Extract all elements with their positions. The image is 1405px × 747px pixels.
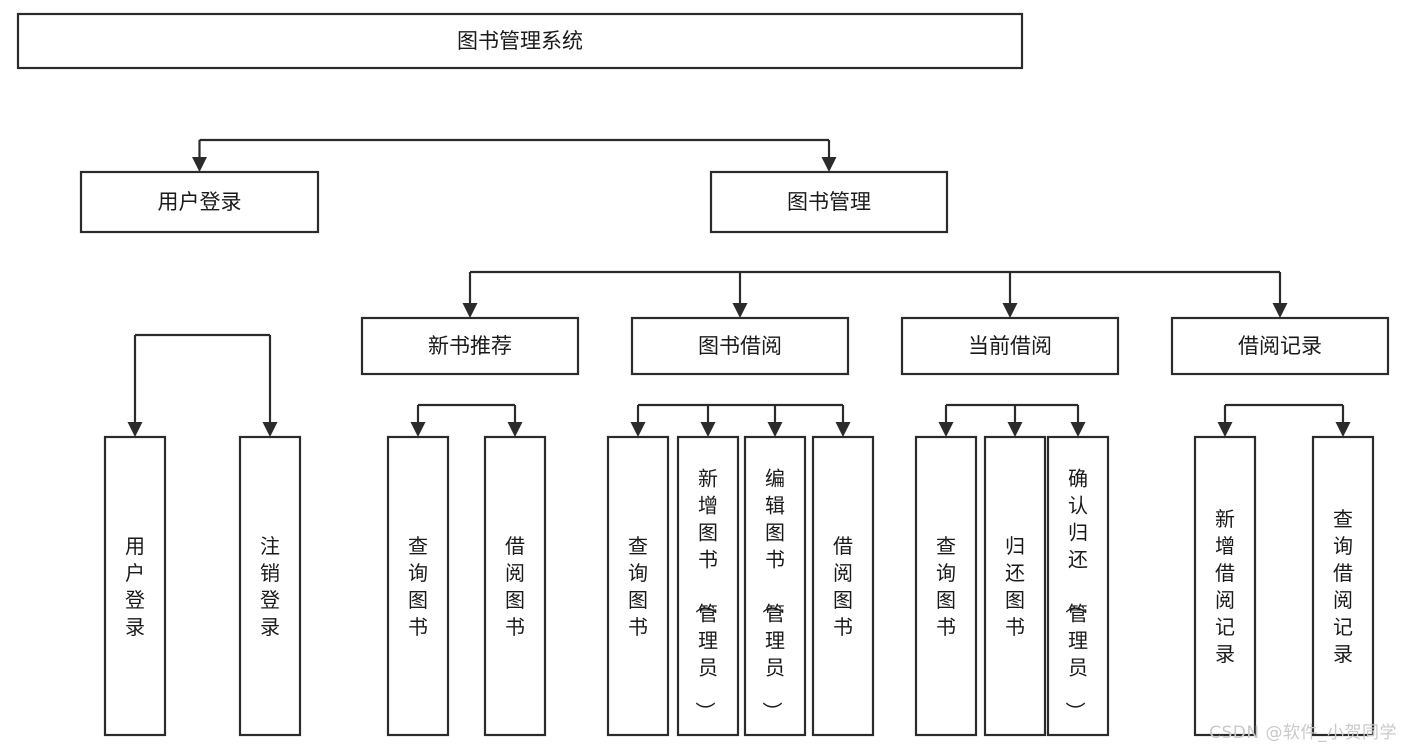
arrow-head-icon: [1002, 303, 1018, 318]
node-root-rect[interactable]: [16, 12, 1024, 70]
arrow-head-icon: [821, 157, 837, 172]
arrow-head-icon: [262, 422, 278, 437]
arrow-head-icon: [1272, 303, 1288, 318]
arrow-head-icon: [1335, 422, 1351, 437]
arrow-head-icon: [835, 422, 851, 437]
node-leaf-edit-book[interactable]: 编辑图书（管理员）: [743, 435, 807, 737]
node-leaf-user-login-label: 用户登录: [125, 534, 145, 639]
node-leaf-confirm-return-rect[interactable]: [1046, 435, 1110, 737]
node-book-borrow-label: 图书借阅: [698, 334, 782, 358]
node-borrow-record-rect[interactable]: [1170, 316, 1390, 376]
node-leaf-query-book-current-label: 查询图书: [936, 534, 956, 639]
node-leaf-query-book-recommend-rect[interactable]: [386, 435, 450, 737]
node-current-borrow[interactable]: 当前借阅: [900, 316, 1120, 376]
node-leaf-return-book-rect[interactable]: [983, 435, 1047, 737]
node-user-login-rect[interactable]: [79, 170, 320, 234]
node-leaf-logout-label: 注销登录: [260, 534, 280, 639]
arrow-head-icon: [1007, 422, 1023, 437]
arrow-head-icon: [938, 422, 954, 437]
node-leaf-return-book-label: 归还图书: [1005, 534, 1025, 639]
arrow-head-icon: [462, 303, 478, 318]
node-leaf-query-book-borrow[interactable]: 查询图书: [606, 435, 670, 737]
arrow-head-icon: [410, 422, 426, 437]
node-leaf-borrow-book-label: 借阅图书: [833, 534, 853, 639]
node-leaf-return-book[interactable]: 归还图书: [983, 435, 1047, 737]
node-leaf-borrow-book-recommend-rect[interactable]: [483, 435, 547, 737]
node-leaf-confirm-return-label: 确认归还（管理员）: [1063, 467, 1088, 722]
node-current-borrow-label: 当前借阅: [968, 334, 1052, 358]
node-root-label: 图书管理系统: [457, 29, 583, 53]
arrow-head-icon: [192, 157, 207, 172]
node-boxes: 图书管理系统用户登录图书管理新书推荐图书借阅当前借阅借阅记录用户登录注销登录查询…: [16, 12, 1390, 737]
node-leaf-borrow-book-rect[interactable]: [811, 435, 875, 737]
arrow-head-icon: [127, 422, 143, 437]
node-new-book-recommend-rect[interactable]: [360, 316, 580, 376]
node-leaf-logout-rect[interactable]: [238, 435, 302, 737]
node-leaf-confirm-return[interactable]: 确认归还（管理员）: [1046, 435, 1110, 737]
node-leaf-borrow-book-recommend[interactable]: 借阅图书: [483, 435, 547, 737]
node-leaf-borrow-book[interactable]: 借阅图书: [811, 435, 875, 737]
node-root[interactable]: 图书管理系统: [16, 12, 1024, 70]
node-leaf-query-borrow-record-rect[interactable]: [1311, 435, 1375, 737]
node-leaf-add-borrow-record-label: 新增借阅记录: [1215, 507, 1235, 666]
node-book-borrow[interactable]: 图书借阅: [630, 316, 850, 376]
node-borrow-record-label: 借阅记录: [1238, 334, 1322, 358]
node-borrow-record[interactable]: 借阅记录: [1170, 316, 1390, 376]
node-leaf-query-book-current[interactable]: 查询图书: [914, 435, 978, 737]
node-user-login[interactable]: 用户登录: [79, 170, 320, 234]
node-leaf-user-login-rect[interactable]: [103, 435, 167, 737]
node-leaf-add-book-label: 新增图书（管理员）: [693, 467, 718, 722]
node-book-borrow-rect[interactable]: [630, 316, 850, 376]
arrow-head-icon: [1217, 422, 1233, 437]
arrow-head-icon: [700, 422, 716, 437]
arrow-head-icon: [1070, 422, 1086, 437]
node-leaf-edit-book-rect[interactable]: [743, 435, 807, 737]
node-leaf-logout[interactable]: 注销登录: [238, 435, 302, 737]
node-current-borrow-rect[interactable]: [900, 316, 1120, 376]
node-new-book-recommend[interactable]: 新书推荐: [360, 316, 580, 376]
node-leaf-edit-book-label: 编辑图书（管理员）: [760, 467, 785, 722]
node-leaf-query-book-borrow-label: 查询图书: [628, 534, 648, 639]
node-leaf-add-borrow-record[interactable]: 新增借阅记录: [1193, 435, 1257, 737]
node-leaf-query-book-borrow-rect[interactable]: [606, 435, 670, 737]
node-book-management-label: 图书管理: [787, 190, 871, 214]
node-leaf-query-book-current-rect[interactable]: [914, 435, 978, 737]
node-leaf-user-login[interactable]: 用户登录: [103, 435, 167, 737]
node-user-login-label: 用户登录: [158, 190, 242, 214]
node-leaf-borrow-book-recommend-label: 借阅图书: [505, 534, 525, 639]
node-leaf-query-book-recommend[interactable]: 查询图书: [386, 435, 450, 737]
node-leaf-query-borrow-record-label: 查询借阅记录: [1333, 507, 1353, 666]
node-leaf-add-book-rect[interactable]: [676, 435, 740, 737]
arrow-head-icon: [630, 422, 646, 437]
node-leaf-query-book-recommend-label: 查询图书: [408, 534, 428, 639]
arrow-head-icon: [507, 422, 523, 437]
arrow-head-icon: [767, 422, 783, 437]
connector-lines: [128, 140, 1351, 437]
node-new-book-recommend-label: 新书推荐: [428, 334, 512, 358]
arrow-head-icon: [732, 303, 748, 318]
node-leaf-add-book[interactable]: 新增图书（管理员）: [676, 435, 740, 737]
node-leaf-add-borrow-record-rect[interactable]: [1193, 435, 1257, 737]
node-book-management-rect[interactable]: [709, 170, 949, 234]
node-book-management[interactable]: 图书管理: [709, 170, 949, 234]
node-leaf-query-borrow-record[interactable]: 查询借阅记录: [1311, 435, 1375, 737]
